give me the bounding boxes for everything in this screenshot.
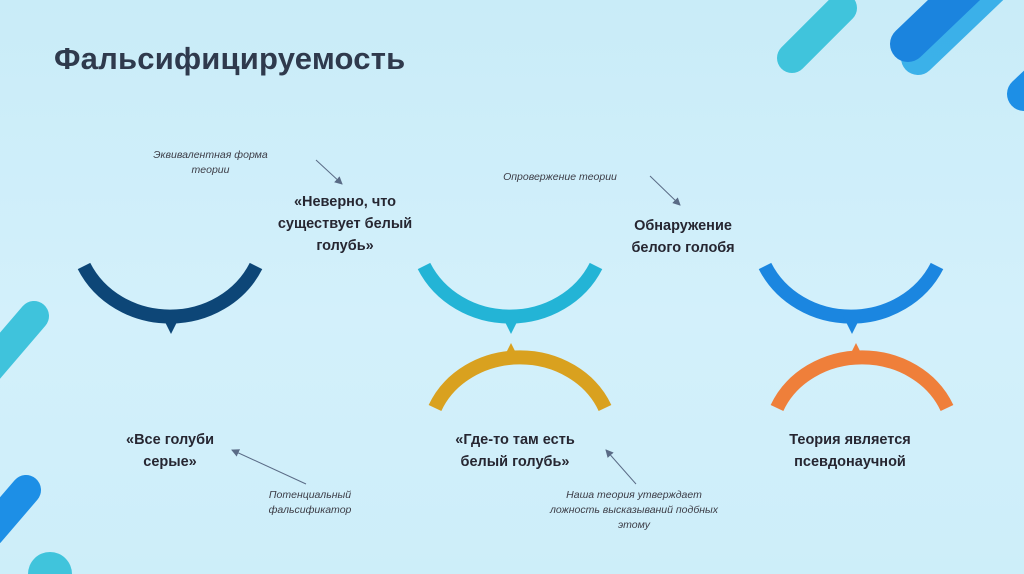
arrow-equivalent	[316, 160, 342, 184]
statement-somewhere: «Где-то там есть белый голубь»	[440, 430, 590, 474]
arrow-potential	[232, 450, 306, 484]
annotation-equivalent: Эквивалентная форма теории	[148, 148, 273, 178]
arc-orange	[777, 343, 947, 408]
arc-teal	[424, 266, 596, 334]
annotation-potential: Потенциальный фальсификатор	[250, 488, 370, 518]
arrow-refutation	[650, 176, 680, 205]
annotation-refutation: Опровержение теории	[480, 170, 640, 185]
statement-pseudo: Теория является псевдонаучной	[770, 430, 930, 474]
arc-blue	[765, 266, 937, 334]
statement-discovery: Обнаружение белого голобя	[618, 216, 748, 260]
statement-not-exists: «Неверно, что существует белый голубь»	[270, 192, 420, 257]
arrow-claims	[606, 450, 636, 484]
arc-gold	[435, 343, 605, 408]
arc-dark-blue	[84, 266, 256, 334]
statement-all-grey: «Все голуби серые»	[110, 430, 230, 474]
annotation-claims: Наша теория утверждает ложность высказыв…	[548, 488, 720, 534]
